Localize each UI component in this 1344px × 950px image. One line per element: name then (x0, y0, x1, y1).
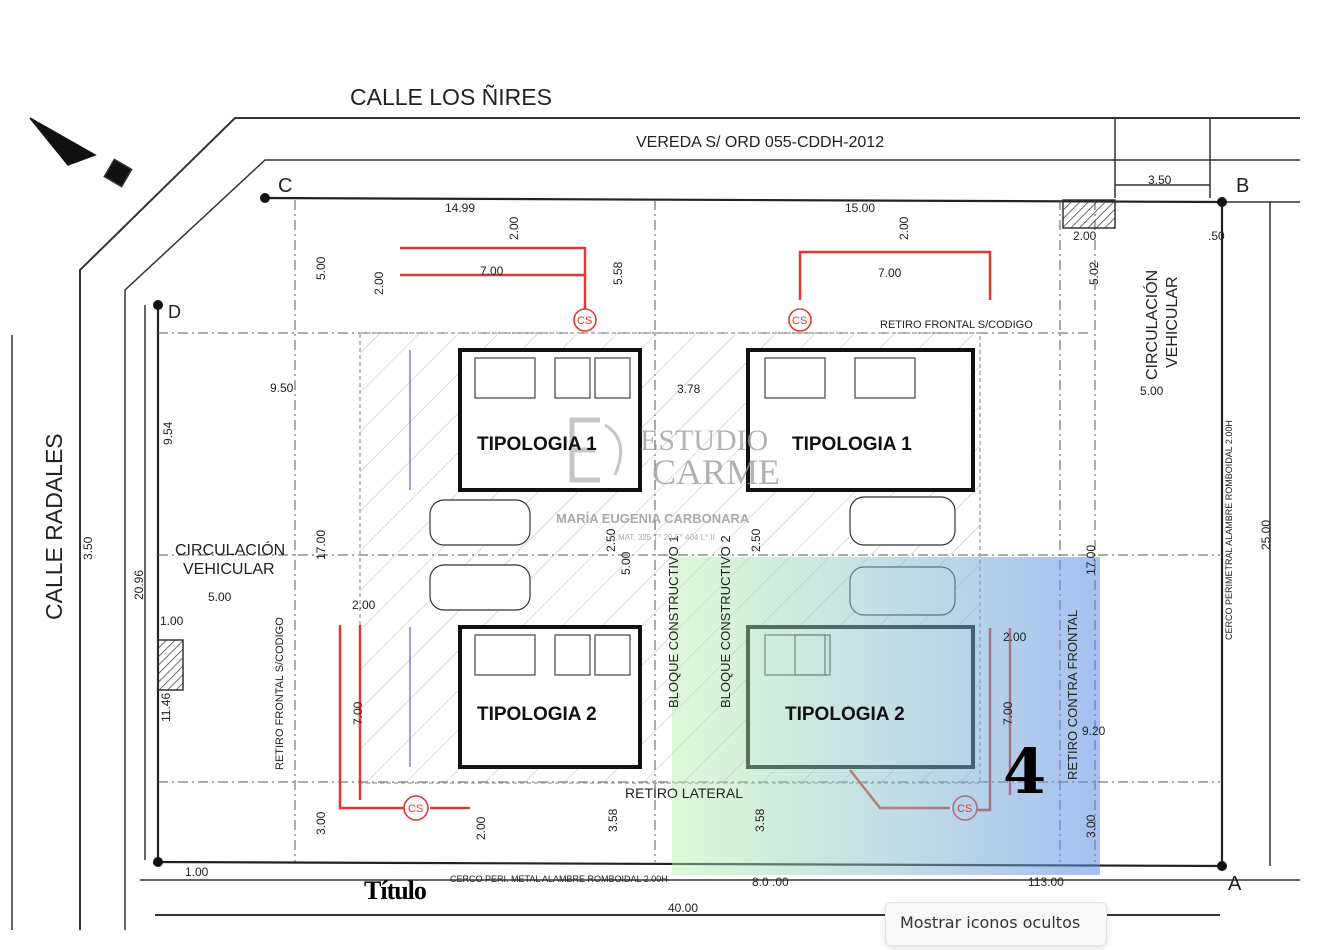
watermark-name: MARÍA EUGENIA CARBONARA (556, 511, 750, 526)
highlight-overlay (672, 557, 1100, 875)
dimension: 113.00 (1028, 875, 1064, 889)
corner-a: A (1228, 873, 1242, 895)
dimension: 7.00 (1001, 701, 1015, 725)
cs-marker: CS (577, 315, 592, 327)
dimension: .50 (1208, 229, 1225, 243)
dimension: 20.96 (132, 570, 146, 600)
street-name-top: CALLE LOS ÑIRES (350, 84, 552, 110)
dimension: 2.50 (604, 528, 618, 552)
fence-label: CERCO PERIMETRAL ALAMBRE ROMBOIDAL 2.00H (1224, 420, 1234, 640)
vereda-label: VEREDA S/ ORD 055-CDDH-2012 (636, 134, 884, 151)
corner-d: D (168, 302, 181, 322)
dimension: 2.00 (897, 216, 911, 240)
street-name-left: CALLE RADALES (41, 433, 67, 620)
dimension: 3.58 (606, 808, 620, 832)
watermark-mat: C.MAT. 325 T° 20 F° 404 L° II (610, 533, 715, 542)
zone-number: 4 (1003, 735, 1047, 808)
dimension: 1.00 (160, 614, 184, 628)
dimension: 3.00 (1084, 814, 1098, 838)
typology-label: TIPOLOGIA 2 (477, 704, 597, 725)
dimension: 5.00 (314, 256, 328, 280)
typology-label: TIPOLOGIA 2 (785, 704, 905, 725)
dimension: 9.50 (270, 381, 294, 395)
dimension: 2.00 (372, 271, 386, 295)
dimension: 5.58 (611, 261, 625, 285)
circulation-label: VEHICULAR (1164, 276, 1181, 368)
dimension: 5.02 (1087, 261, 1101, 285)
cs-marker: CS (408, 803, 423, 815)
dimension: 7.00 (480, 264, 504, 278)
dimension: 5.00 (619, 551, 633, 575)
setback-label: RETIRO FRONTAL S/CODIGO (880, 319, 1033, 331)
dimension: 2.00 (474, 816, 488, 840)
typology-label: TIPOLOGIA 1 (792, 434, 912, 455)
dimension: 40.00 (668, 901, 698, 915)
dimension: 2.50 (749, 528, 763, 552)
dimension: 17.00 (1084, 545, 1098, 575)
dimension: 9.20 (1082, 724, 1106, 738)
dimension: 9.54 (161, 421, 175, 445)
fence-label: CERCO PERI. METAL ALAMBRE ROMBOIDAL 2.00… (450, 874, 668, 884)
block-label: BLOQUE CONSTRUCTIVO 2 (718, 535, 733, 708)
dimension: 1.00 (185, 865, 209, 879)
dimension: 2.00 (1003, 630, 1027, 644)
dimension: 14.99 (445, 201, 475, 215)
watermark-line2: CARME (652, 452, 780, 492)
dimension: 3.50 (1148, 173, 1172, 187)
dimension: 8.0 .00 (752, 875, 789, 889)
setback-label: RETIRO CONTRA FRONTAL (1065, 610, 1080, 780)
watermark: ESTUDIO CARME MARÍA EUGENIA CARBONARA C.… (556, 424, 780, 542)
dimension: 2.00 (507, 216, 521, 240)
block-label: BLOQUE CONSTRUCTIVO 1 (666, 535, 681, 708)
setback-label: RETIRO FRONTAL S/CODIGO (274, 617, 286, 770)
dimension: 3.50 (81, 536, 95, 560)
title-label[interactable]: Título (364, 876, 427, 905)
watermark-line1: ESTUDIO (640, 424, 768, 457)
circulation-label: VEHICULAR (183, 561, 275, 578)
dimension: 15.00 (845, 201, 875, 215)
dimension: 11.46 (159, 693, 173, 722)
dimension: 2.00 (1073, 229, 1097, 243)
corner-b: B (1236, 175, 1249, 197)
show-hidden-icons-tooltip: Mostrar iconos ocultos (885, 902, 1107, 946)
dimension: 5.00 (208, 590, 232, 604)
cs-marker: CS (957, 803, 972, 815)
dimension: 7.00 (878, 266, 902, 280)
watermark-logo (569, 417, 623, 483)
cs-marker: CS (792, 315, 807, 327)
dimension: 3.78 (677, 382, 701, 396)
dimension: 17.00 (314, 530, 328, 560)
dimension: 3.00 (314, 811, 328, 835)
setback-label: RETIRO LATERAL (625, 785, 743, 801)
circulation-label: CIRCULACIÓN (175, 540, 285, 559)
dimension: 25.00 (1259, 520, 1273, 550)
circulation-label: CIRCULACIÓN (1142, 270, 1161, 380)
corner-c: C (278, 175, 292, 197)
dimension: 7.00 (351, 701, 365, 725)
dimension: 5.00 (1140, 384, 1164, 398)
typology-label: TIPOLOGIA 1 (477, 434, 597, 455)
dimension: 2.00 (352, 598, 376, 612)
dimension: 3.58 (753, 808, 767, 832)
